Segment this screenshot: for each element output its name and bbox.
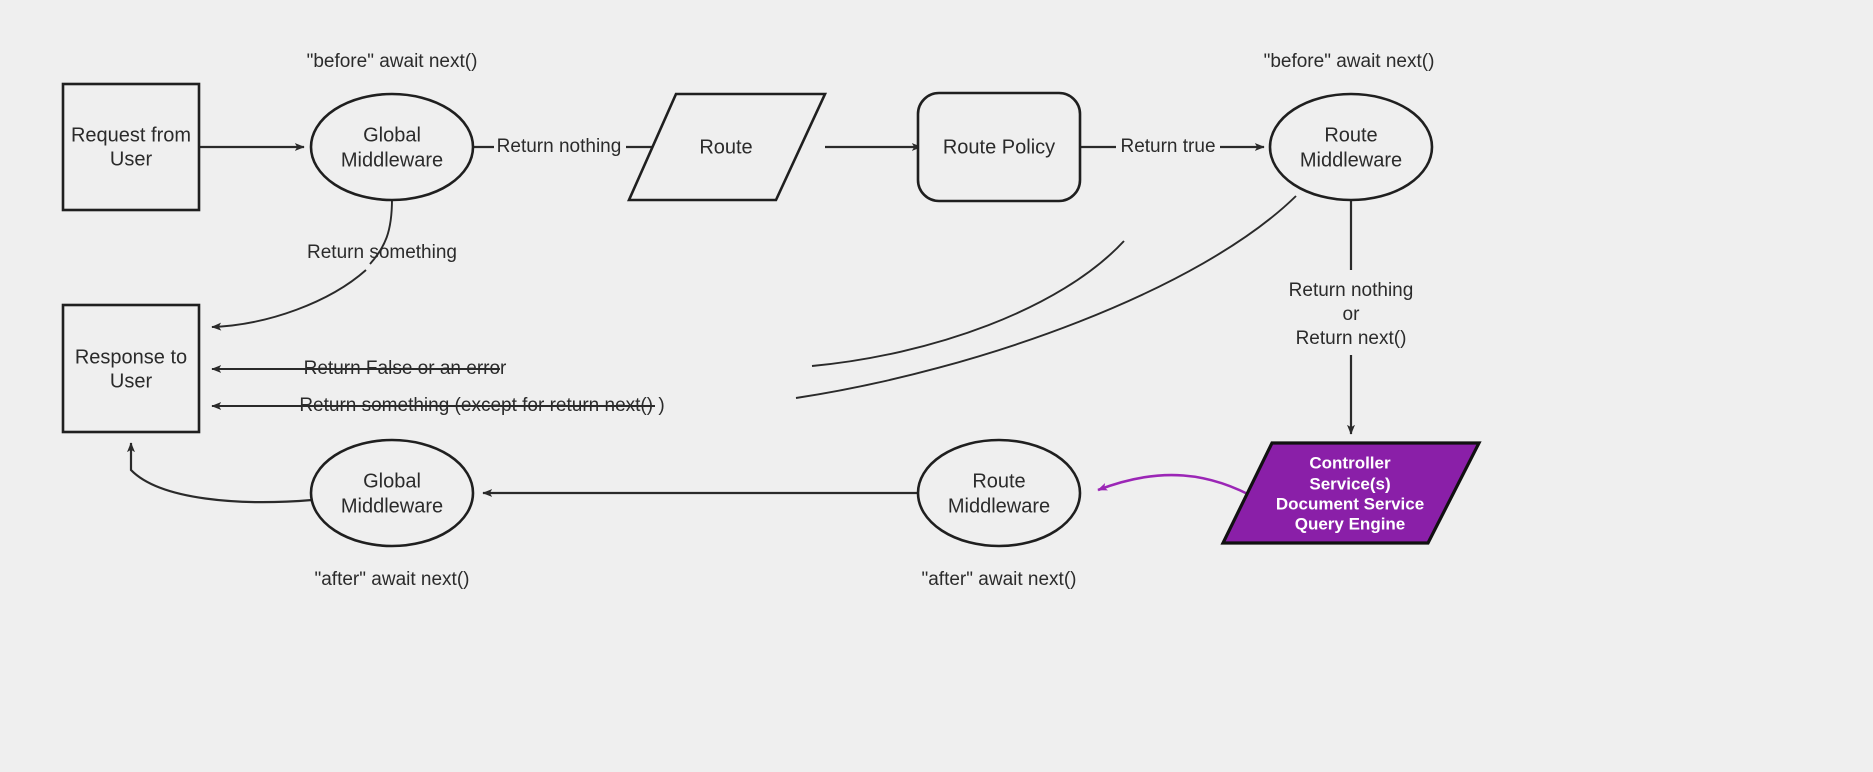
node-controller-services-line2: Service(s) <box>1309 474 1390 493</box>
node-response-to-user-line1: Response to <box>75 346 187 368</box>
node-response-to-user-line2: User <box>110 370 153 392</box>
node-global-middleware-after-line2: Middleware <box>341 495 443 517</box>
edge-label-return-nothing-or-next-line2: or <box>1343 304 1361 325</box>
node-controller-services-line1: Controller <box>1309 453 1391 472</box>
node-global-middleware-before[interactable]: Global Middleware <box>309 92 475 202</box>
node-route-middleware-after-line1: Route <box>972 470 1025 492</box>
edge-label-return-true: Return true <box>1120 136 1215 157</box>
edge-global-middleware-after-to-response <box>127 442 313 504</box>
node-route-label: Route <box>699 136 752 158</box>
node-request-from-user-line1: Request from <box>71 124 191 146</box>
edge-route-middleware-return-something-except <box>211 195 1297 410</box>
node-route-middleware-after[interactable]: Route Middleware <box>916 438 1082 548</box>
node-controller-services-line3: Document Service <box>1276 494 1424 513</box>
node-route-middleware-before[interactable]: Route Middleware <box>1268 92 1434 202</box>
edge-label-return-something-except: Return something (except for return next… <box>299 395 664 416</box>
edge-label-return-nothing: Return nothing <box>497 136 622 157</box>
edge-route-policy-return-false <box>211 240 1125 373</box>
node-global-middleware-after-line1: Global <box>363 470 421 492</box>
node-route-policy[interactable]: Route Policy <box>916 91 1082 203</box>
node-route-middleware-before-line2: Middleware <box>1300 149 1402 171</box>
edge-label-return-something-global: Return something <box>307 242 457 263</box>
node-route[interactable]: Route <box>627 92 828 202</box>
node-controller-services-line4: Query Engine <box>1295 514 1406 533</box>
node-request-from-user[interactable]: Request from User <box>61 82 201 212</box>
edge-controller-to-route-middleware-after <box>1097 473 1260 502</box>
edge-label-return-nothing-or-next-line3: Return next() <box>1296 328 1407 349</box>
node-global-middleware-before-line2: Middleware <box>341 149 443 171</box>
edge-label-return-false-or-error: Return False or an error <box>304 358 507 379</box>
edge-label-return-nothing-or-next-line1: Return nothing <box>1289 280 1414 301</box>
annotation-before-global-middleware: "before" await next() <box>307 51 478 72</box>
node-route-policy-label: Route Policy <box>943 136 1055 158</box>
node-request-from-user-line2: User <box>110 148 153 170</box>
edge-global-middleware-return-something <box>211 198 393 331</box>
annotation-before-route-middleware: "before" await next() <box>1264 51 1435 72</box>
node-response-to-user[interactable]: Response to User <box>61 303 201 434</box>
node-route-middleware-before-line1: Route <box>1324 124 1377 146</box>
node-controller-services[interactable]: Controller Service(s) Document Service Q… <box>1220 441 1482 545</box>
node-global-middleware-before-line1: Global <box>363 124 421 146</box>
node-route-middleware-after-line2: Middleware <box>948 495 1050 517</box>
node-global-middleware-after[interactable]: Global Middleware <box>309 438 475 548</box>
annotation-after-route-middleware: "after" await next() <box>922 569 1077 590</box>
annotation-after-global-middleware: "after" await next() <box>315 569 470 590</box>
